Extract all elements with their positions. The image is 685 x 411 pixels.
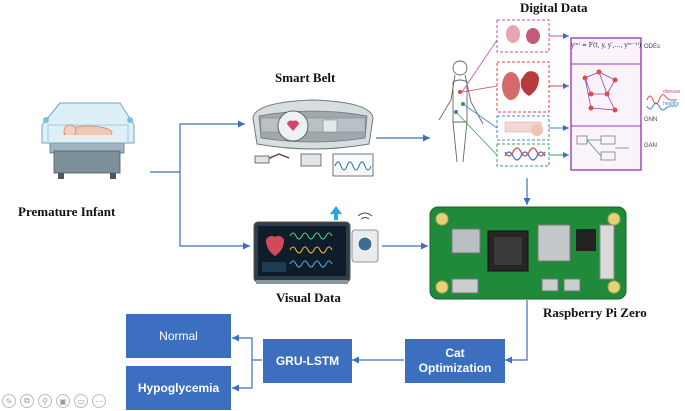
- image-toolbar: ✎ ⧉ ⚲ ▣ ▭ ⋯: [2, 394, 106, 408]
- zoom-icon[interactable]: ⚲: [38, 394, 52, 408]
- image-icon[interactable]: ▣: [56, 394, 70, 408]
- more-icon[interactable]: ⋯: [92, 394, 106, 408]
- ode-label: ODEs: [644, 44, 661, 50]
- raspberry-pi-illustration: [429, 206, 627, 300]
- gan-label: GAN: [644, 143, 658, 149]
- smart-belt-label: Smart Belt: [275, 70, 336, 85]
- window-icon[interactable]: ▭: [74, 394, 88, 408]
- digital-data-panel: [438, 19, 677, 171]
- gru-lstm-box: GRU-LSTM: [263, 339, 352, 383]
- cat-optimization-line1: Cat: [445, 346, 465, 360]
- raspberry-pi-label: Raspberry Pi Zero: [543, 305, 647, 320]
- incubator-illustration: [41, 102, 135, 179]
- gnn-label: GNN: [644, 117, 658, 123]
- smart-belt-illustration: [252, 99, 374, 177]
- copy-icon[interactable]: ⧉: [20, 394, 34, 408]
- disease-label: disease: [663, 89, 681, 95]
- healthy-label: healthy: [663, 101, 680, 107]
- premature-infant-label: Premature Infant: [18, 204, 116, 219]
- cat-optimization-line2: Optimization: [418, 361, 492, 375]
- pi-to-cat-line: [505, 300, 528, 364]
- gru-to-outputs-line: [232, 334, 262, 361]
- hypoglycemia-box: Hypoglycemia: [126, 366, 231, 410]
- digital-data-label: Digital Data: [520, 0, 588, 15]
- infant-to-visual-line: [179, 172, 250, 250]
- gru-to-hypo-line: [232, 360, 253, 392]
- normal-box: Normal: [126, 314, 231, 358]
- visual-data-label: Visual Data: [276, 290, 341, 305]
- infant-branch-line: [150, 120, 245, 173]
- ode-equation: y⁽ⁿ⁾ = F(t, y, y′,…, y⁽ⁿ⁻¹⁾): [571, 42, 642, 49]
- pen-icon[interactable]: ✎: [2, 394, 16, 408]
- visual-monitor-illustration: [253, 206, 379, 284]
